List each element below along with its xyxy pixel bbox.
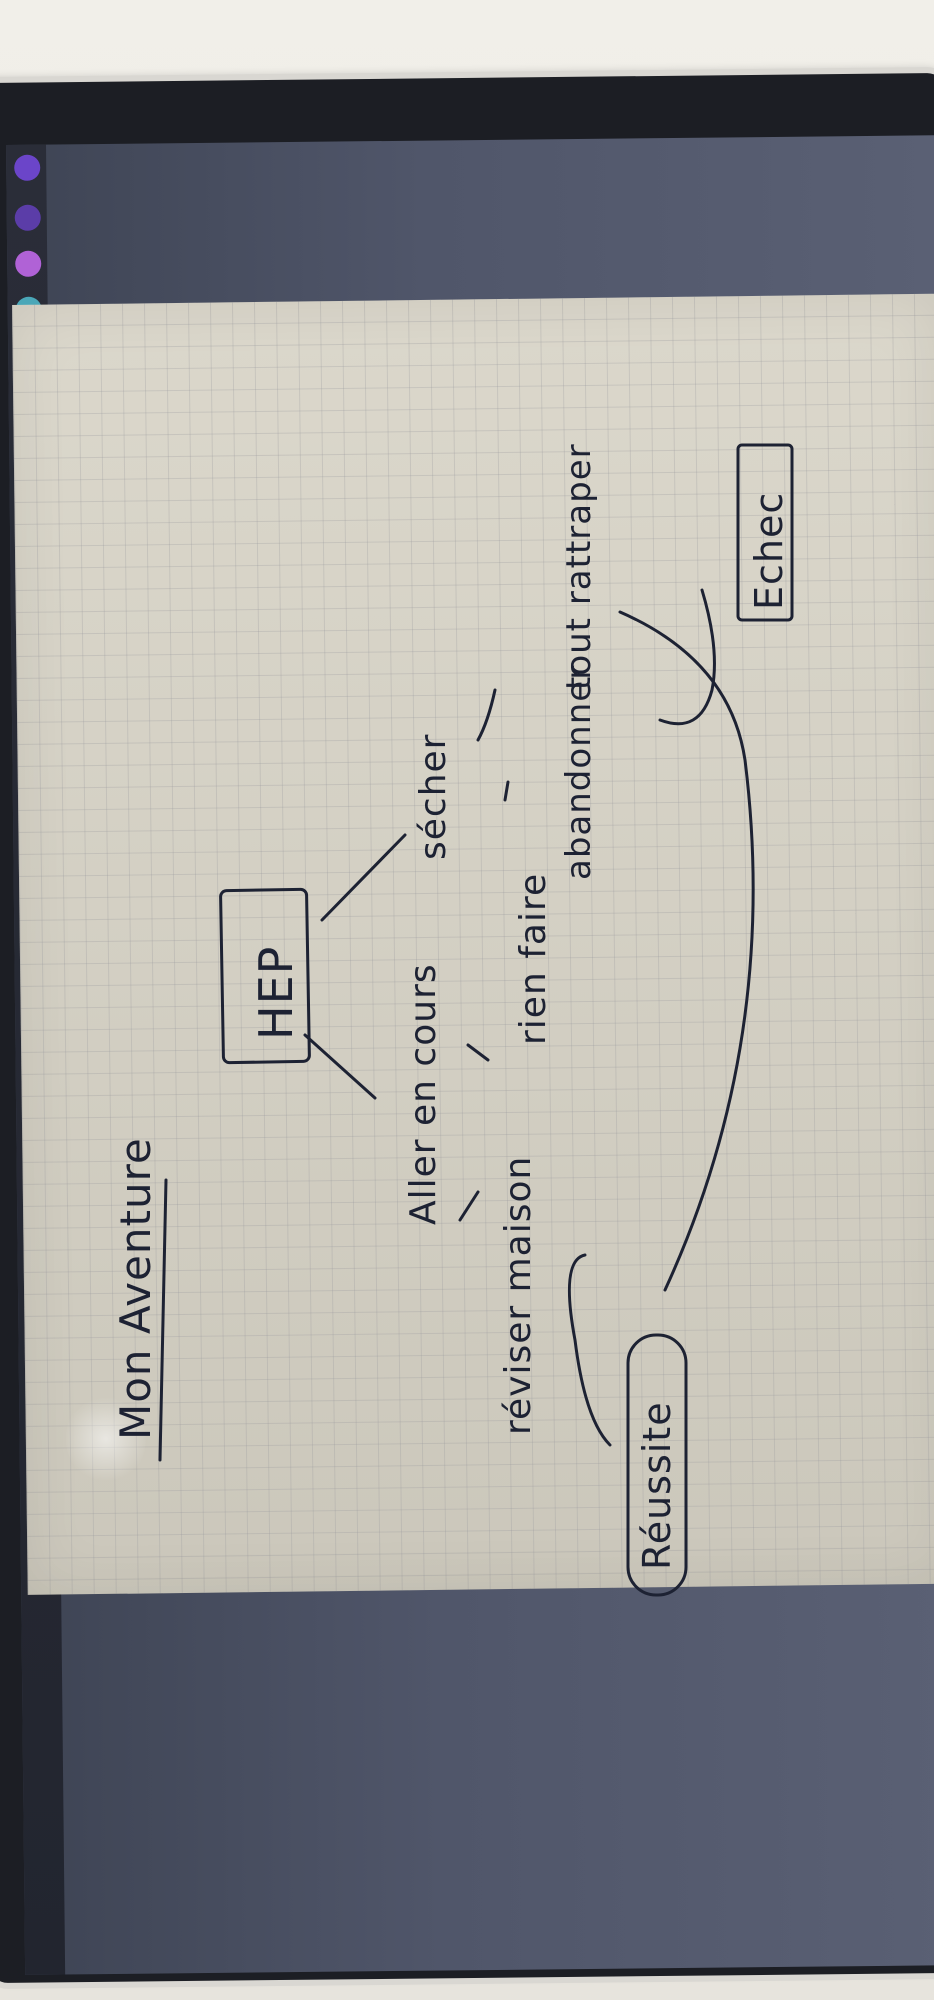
color-swatch-violet[interactable] <box>15 250 42 277</box>
color-swatch-dark-purple[interactable] <box>14 204 41 231</box>
screen-glare <box>65 1393 147 1485</box>
color-swatch-purple[interactable] <box>14 154 41 181</box>
note-page[interactable] <box>12 293 934 1595</box>
